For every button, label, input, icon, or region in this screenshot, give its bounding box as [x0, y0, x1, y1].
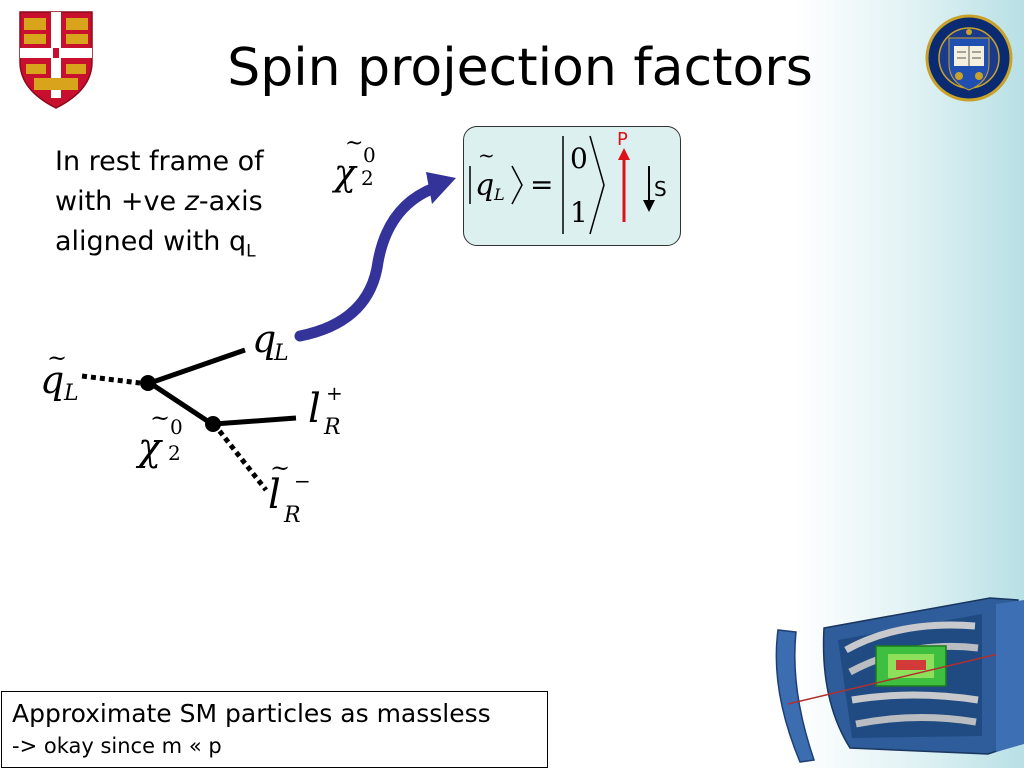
squark-line: [81, 373, 141, 386]
rest-frame-line-3-a: aligned with q: [55, 226, 247, 257]
lepton-symbol: l: [308, 386, 321, 432]
rest-frame-line-2-b: -axis: [198, 186, 263, 217]
rest-neutralino-sub: 2: [361, 166, 374, 190]
neutralino-sup: 0: [170, 415, 183, 439]
slepton-sub: R: [283, 503, 301, 528]
slepton-sup: −: [294, 469, 311, 493]
slepton-line: [212, 422, 268, 492]
neutralino-line: [148, 380, 214, 427]
squark-sub: L: [63, 381, 79, 406]
vertex-1: [140, 375, 156, 391]
squark-tilde: ~: [47, 344, 67, 372]
background-gradient: [794, 0, 1024, 768]
massless-note-box: Approximate SM particles as massless -> …: [1, 691, 548, 768]
slide-title: Spin projection factors: [227, 38, 813, 98]
neutralino-sub: 2: [168, 441, 181, 465]
quark-sub: L: [273, 341, 289, 366]
rest-frame-line-3-sub: L: [246, 241, 256, 262]
massless-note-line-1: Approximate SM particles as massless: [12, 699, 491, 728]
rest-frame-line-2: with +ve z-axis: [55, 182, 264, 222]
rest-frame-line-1: In rest frame of: [55, 146, 264, 177]
rest-neutralino-chi: χ: [331, 153, 358, 194]
rest-neutralino-sup: 0: [363, 143, 376, 167]
rest-frame-line-3: aligned with qL: [55, 222, 264, 271]
massless-note-line-2: -> okay since m « p: [12, 734, 222, 758]
vertex-2: [205, 416, 221, 432]
rest-frame-text: In rest frame of with +ve z-axis aligned…: [55, 142, 264, 271]
rest-frame-line-2-a: with +ve: [55, 186, 185, 217]
squark-symbol: q: [40, 358, 64, 402]
slepton-symbol: l: [268, 472, 281, 518]
quark-line: [149, 347, 246, 386]
spin-state-box: [463, 126, 681, 246]
slepton-tilde: ~: [270, 454, 290, 482]
lepton-sub: R: [323, 415, 341, 440]
neutralino-chi: χ: [135, 425, 163, 469]
lepton-sup: +: [326, 381, 343, 405]
quark-symbol: q: [252, 317, 276, 361]
rest-neutralino-tilde: ~: [345, 131, 363, 156]
neutralino-tilde: ~: [150, 404, 170, 432]
lepton-line: [213, 415, 297, 427]
z-axis-symbol: z: [184, 186, 199, 217]
